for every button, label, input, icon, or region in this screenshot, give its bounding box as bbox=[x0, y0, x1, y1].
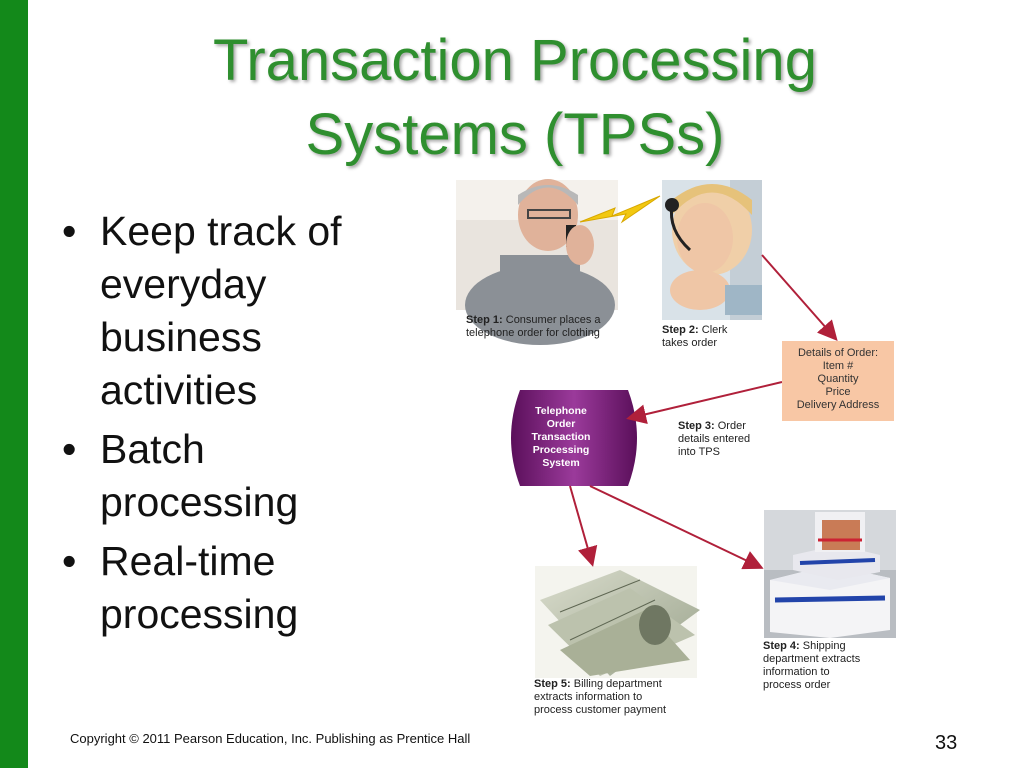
step1-caption: Step 1: Consumer places a telephone orde… bbox=[466, 314, 601, 340]
step3-label: Step 3: bbox=[678, 420, 715, 432]
arrow-clerk-to-details bbox=[761, 254, 838, 342]
bullet-text: Keep track of everyday business activiti… bbox=[100, 208, 342, 413]
bullet-item: • Batch processing bbox=[60, 423, 390, 529]
tps-line: Telephone bbox=[535, 405, 587, 417]
step4-text-2: department extracts bbox=[763, 653, 861, 665]
step4-text-3: information to bbox=[763, 666, 830, 678]
tps-system-shape bbox=[511, 390, 637, 486]
step4-caption: Step 4: Shipping department extracts inf… bbox=[763, 640, 860, 692]
step2-label: Step 2: bbox=[662, 324, 699, 336]
step5-caption: Step 5: Billing department extracts info… bbox=[534, 678, 666, 717]
step1-label: Step 1: bbox=[466, 314, 503, 326]
order-details-box: Details of Order: Item # Quantity Price … bbox=[782, 341, 894, 421]
lightning-bolt-icon bbox=[579, 195, 661, 224]
bullet-list: • Keep track of everyday business activit… bbox=[60, 205, 390, 647]
photo-money bbox=[535, 566, 700, 678]
step5-text-3: process customer payment bbox=[534, 704, 667, 716]
bullet-item: • Real-time processing bbox=[60, 535, 390, 641]
copyright-footer: Copyright © 2011 Pearson Education, Inc.… bbox=[70, 731, 471, 746]
slide-title: Transaction Processing Systems (TPSs) bbox=[120, 24, 910, 172]
tps-line: Order bbox=[547, 418, 576, 430]
bullet-text: Batch processing bbox=[100, 426, 299, 525]
step5-text-1: Billing department bbox=[573, 678, 662, 690]
step3-text-2: details entered bbox=[678, 433, 751, 445]
arrow-tps-to-shipping bbox=[589, 485, 764, 570]
arrow-tps-to-billing bbox=[569, 485, 598, 567]
photo-clerk-headset bbox=[662, 180, 762, 320]
step2-caption: Step 2: Clerk takes order bbox=[662, 324, 727, 350]
step2-text-1: Clerk bbox=[701, 324, 728, 336]
page-number: 33 bbox=[935, 732, 958, 754]
photo-boxes bbox=[764, 510, 896, 638]
details-line: Item # bbox=[822, 360, 854, 372]
photo-man-on-phone bbox=[456, 179, 618, 345]
tps-line: Processing bbox=[533, 444, 590, 456]
tps-line: Transaction bbox=[532, 431, 591, 443]
step1-text-2: telephone order for clothing bbox=[466, 327, 600, 339]
step5-label: Step 5: bbox=[534, 678, 571, 690]
step4-text-1: Shipping bbox=[802, 640, 846, 652]
step4-label: Step 4: bbox=[763, 640, 800, 652]
step4-text-4: process order bbox=[763, 679, 831, 691]
details-line: Details of Order: bbox=[797, 347, 879, 359]
bullet-item: • Keep track of everyday business activit… bbox=[60, 205, 390, 417]
bullet-text: Real-time processing bbox=[100, 538, 299, 637]
details-line: Quantity bbox=[817, 373, 859, 385]
tps-line: System bbox=[542, 457, 579, 469]
left-accent-bar bbox=[0, 0, 28, 768]
arrow-details-to-tps bbox=[626, 381, 783, 425]
details-line: Delivery Address bbox=[796, 399, 880, 411]
details-line: Price bbox=[825, 386, 851, 398]
step3-caption: Step 3: Order details entered into TPS bbox=[678, 420, 750, 459]
bullet-dot-icon: • bbox=[62, 538, 77, 584]
step5-text-2: extracts information to bbox=[534, 691, 643, 703]
bullet-dot-icon: • bbox=[62, 426, 77, 472]
step2-text-2: takes order bbox=[662, 337, 718, 349]
step3-text-3: into TPS bbox=[678, 446, 720, 458]
title-line-1: Transaction Processing bbox=[213, 28, 817, 93]
bullet-dot-icon: • bbox=[62, 208, 77, 254]
step3-text-1: Order bbox=[717, 420, 746, 432]
title-line-2: Systems (TPSs) bbox=[305, 102, 725, 167]
step1-text-1: Consumer places a bbox=[505, 314, 601, 326]
